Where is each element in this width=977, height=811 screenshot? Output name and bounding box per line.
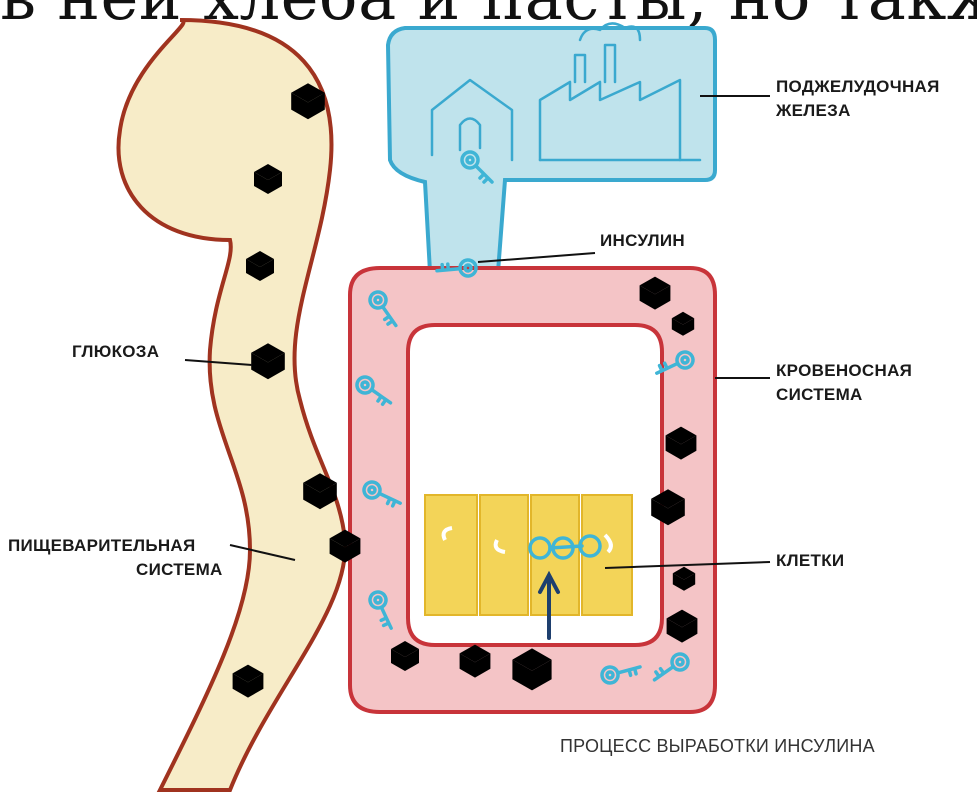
label-insulin: ИНСУЛИН	[600, 231, 685, 250]
cells	[425, 495, 632, 615]
digestive-system	[118, 20, 345, 790]
label-pancreas-line1: ПОДЖЕЛУДОЧНАЯ	[776, 77, 940, 96]
label-pancreas-line2: ЖЕЛЕЗА	[775, 101, 851, 120]
label-digestive-line1: ПИЩЕВАРИТЕЛЬНАЯ	[8, 536, 196, 555]
label-blood-line1: КРОВЕНОСНАЯ	[776, 361, 912, 380]
diagram-caption: ПРОЦЕСС ВЫРАБОТКИ ИНСУЛИНА	[560, 736, 875, 756]
label-glucose: ГЛЮКОЗА	[72, 342, 159, 361]
label-blood-line2: СИСТЕМА	[776, 385, 863, 404]
label-cells: КЛЕТКИ	[776, 551, 844, 570]
label-digestive-line2: СИСТЕМА	[136, 560, 223, 579]
